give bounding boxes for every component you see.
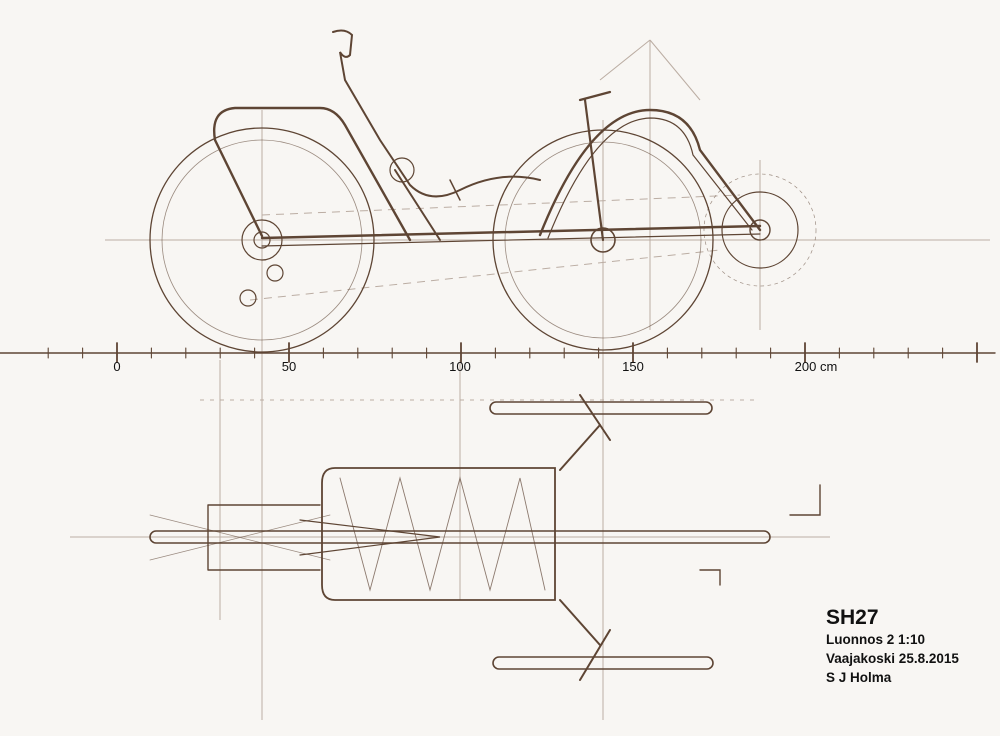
ruler-label-150: 150: [622, 359, 644, 374]
ruler-label-50: 50: [281, 359, 297, 374]
side-view: [149, 29, 817, 353]
scale-ruler: [0, 342, 996, 363]
author: S J Holma: [826, 670, 892, 685]
ruler-label-200: 200 cm: [794, 359, 838, 374]
ruler-label-0: 0: [113, 359, 121, 374]
top-view: [149, 394, 821, 681]
ruler-label-100: 100: [449, 359, 471, 374]
place-date: Vaajakoski 25.8.2015: [826, 651, 959, 666]
construction-lines: [70, 39, 990, 720]
drawing-title: SH27: [826, 606, 879, 629]
title-block: SH27 Luonnos 2 1:10 Vaajakoski 25.8.2015…: [826, 606, 959, 687]
draft-scale: Luonnos 2 1:10: [826, 632, 926, 647]
